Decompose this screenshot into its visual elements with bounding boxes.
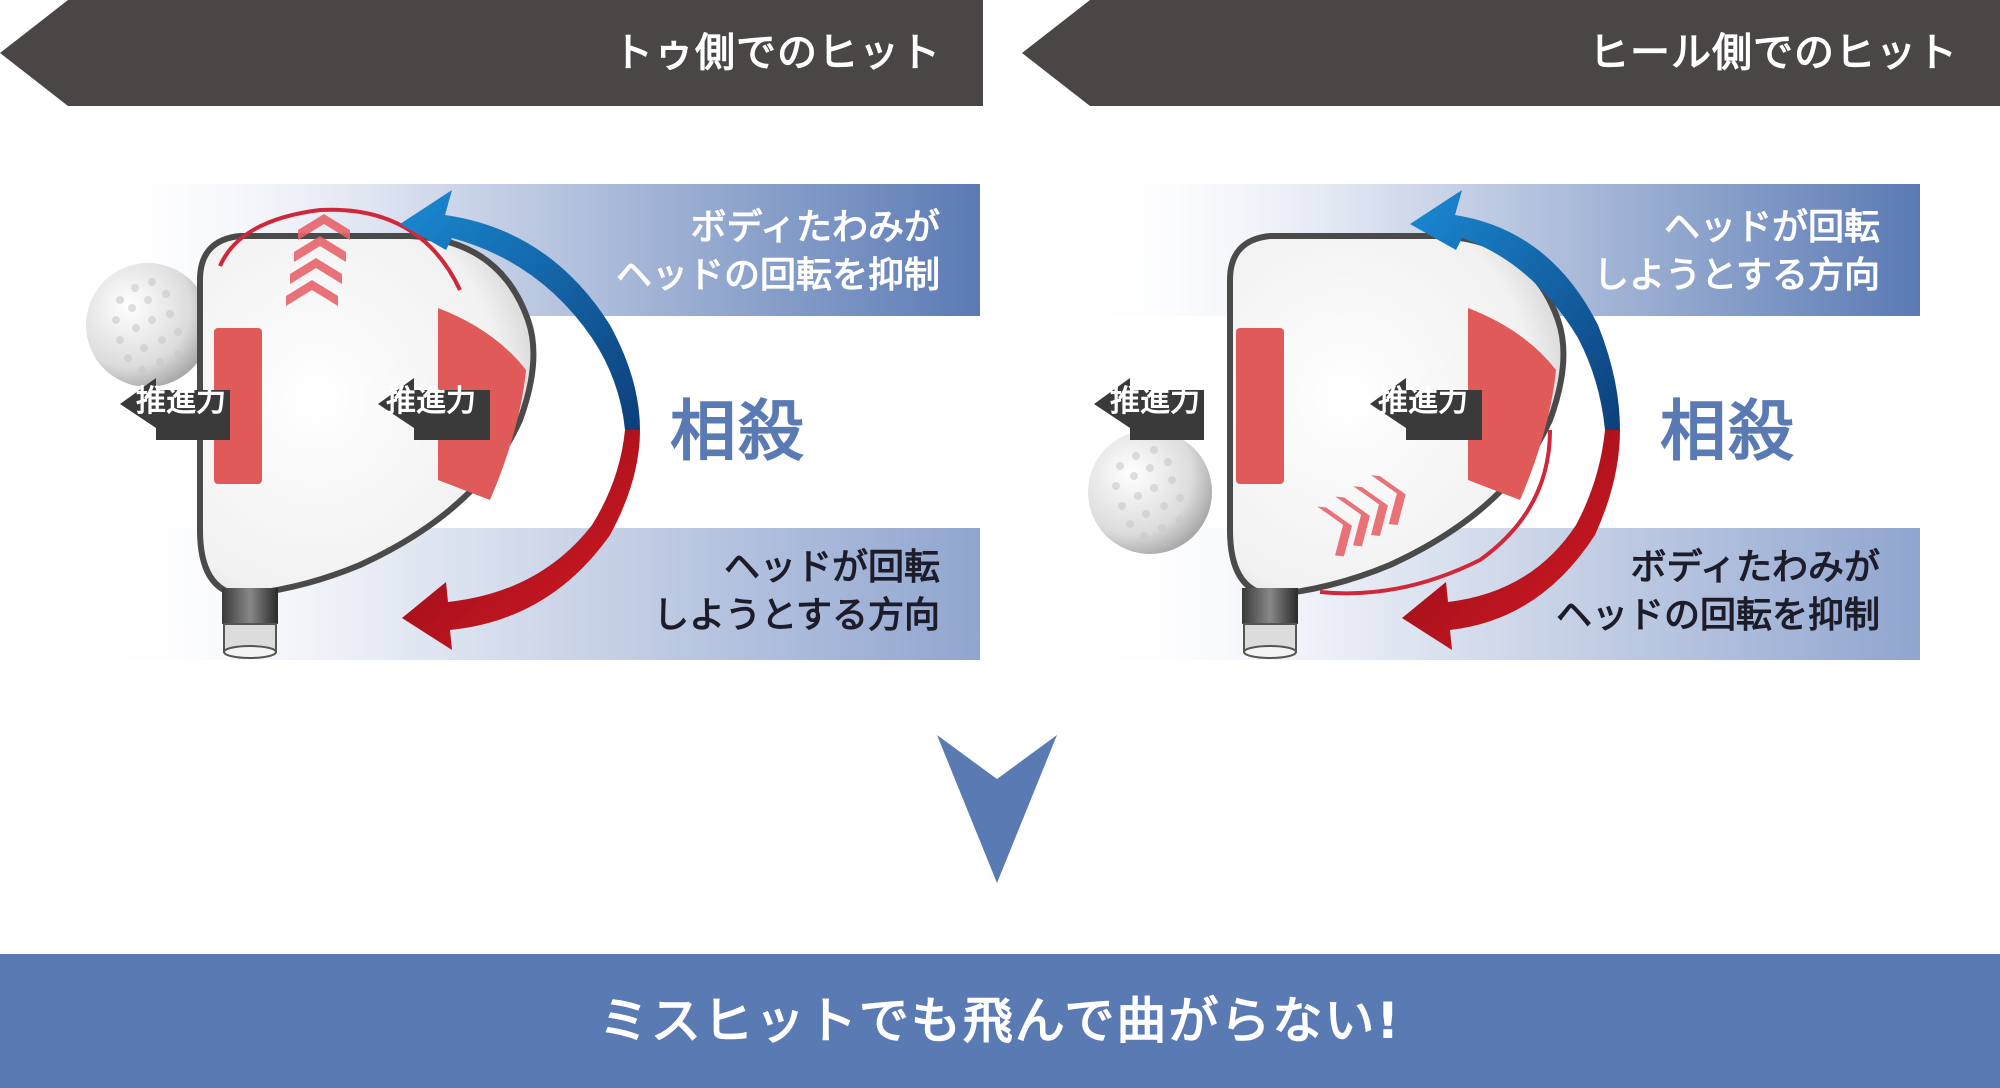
band-bottom-line-1: ヘッドが回転 [723, 547, 940, 588]
band-bottom-text: ボディたわみが ヘッドの回転を抑制 [1556, 544, 1880, 640]
force-label-1: 推進力 [1110, 384, 1200, 419]
conclusion-banner: ミスヒットでも飛んで曲がらない! [0, 954, 2000, 1088]
body-flex-line [1319, 429, 1552, 596]
band-bottom-line-2: しようとする方向 [653, 595, 940, 636]
band-top-line-1: ヘッドが回転 [1663, 207, 1880, 248]
heel-hit-diagram: ヘッドが回転 しようとする方向 ボディたわみが ヘッドの回転を抑制 推進力 推進… [1080, 180, 1980, 670]
force-label-2: 推進力 [386, 384, 476, 419]
flex-chevrons [286, 214, 350, 306]
toe-hit-diagram: ボディたわみが ヘッドの回転を抑制 ヘッドが回転 しようとする方向 推進力 推進… [80, 180, 980, 670]
band-bottom-line-1: ボディたわみが [1630, 547, 1880, 588]
result-down-arrow-icon [937, 735, 1057, 883]
force-arrow-2 [378, 378, 490, 440]
header-heel-hit: ヒール側でのヒット [1022, 0, 2000, 106]
header-heel-hit-label: ヒール側でのヒット [1589, 30, 1958, 76]
red-rotation-arrow [1402, 430, 1620, 650]
force-label-2: 推進力 [1378, 384, 1468, 419]
offset-label: 相殺 [1660, 393, 1796, 470]
force-arrow-1 [120, 378, 230, 440]
band-bottom-line-2: ヘッドの回転を抑制 [1555, 595, 1880, 636]
force-arrow-1 [1094, 378, 1204, 440]
body-flex-line [218, 207, 462, 291]
band-top-text: ボディたわみが ヘッドの回転を抑制 [616, 204, 940, 300]
golf-ball [86, 263, 210, 387]
golf-ball [1088, 430, 1212, 554]
band-bottom-text: ヘッドが回転 しようとする方向 [653, 544, 940, 640]
hosel [1242, 588, 1298, 659]
header-toe-hit: トゥ側でのヒット [0, 0, 983, 106]
heel-hit-illustration [1080, 184, 1920, 660]
blue-rotation-arrow [1410, 190, 1620, 430]
red-rotation-arrow [402, 430, 640, 650]
center-marker [1236, 328, 1284, 484]
conclusion-text: ミスヒットでも飛んで曲がらない! [598, 992, 1402, 1050]
force-label-1: 推進力 [136, 384, 226, 419]
header-toe-hit-label: トゥ側でのヒット [613, 30, 941, 76]
band-top-line-1: ボディたわみが [690, 207, 940, 248]
flex-chevrons [1317, 475, 1406, 557]
band-top-line-2: ヘッドの回転を抑制 [615, 255, 940, 296]
hosel [222, 588, 278, 659]
band-top-line-2: しようとする方向 [1593, 255, 1880, 296]
face-impact-area [1468, 308, 1556, 500]
offset-label: 相殺 [670, 393, 806, 470]
force-arrow-2 [1370, 378, 1482, 440]
center-marker [214, 328, 262, 484]
blue-rotation-arrow [400, 190, 640, 430]
band-top-text: ヘッドが回転 しようとする方向 [1593, 204, 1880, 300]
toe-hit-illustration [80, 184, 980, 660]
